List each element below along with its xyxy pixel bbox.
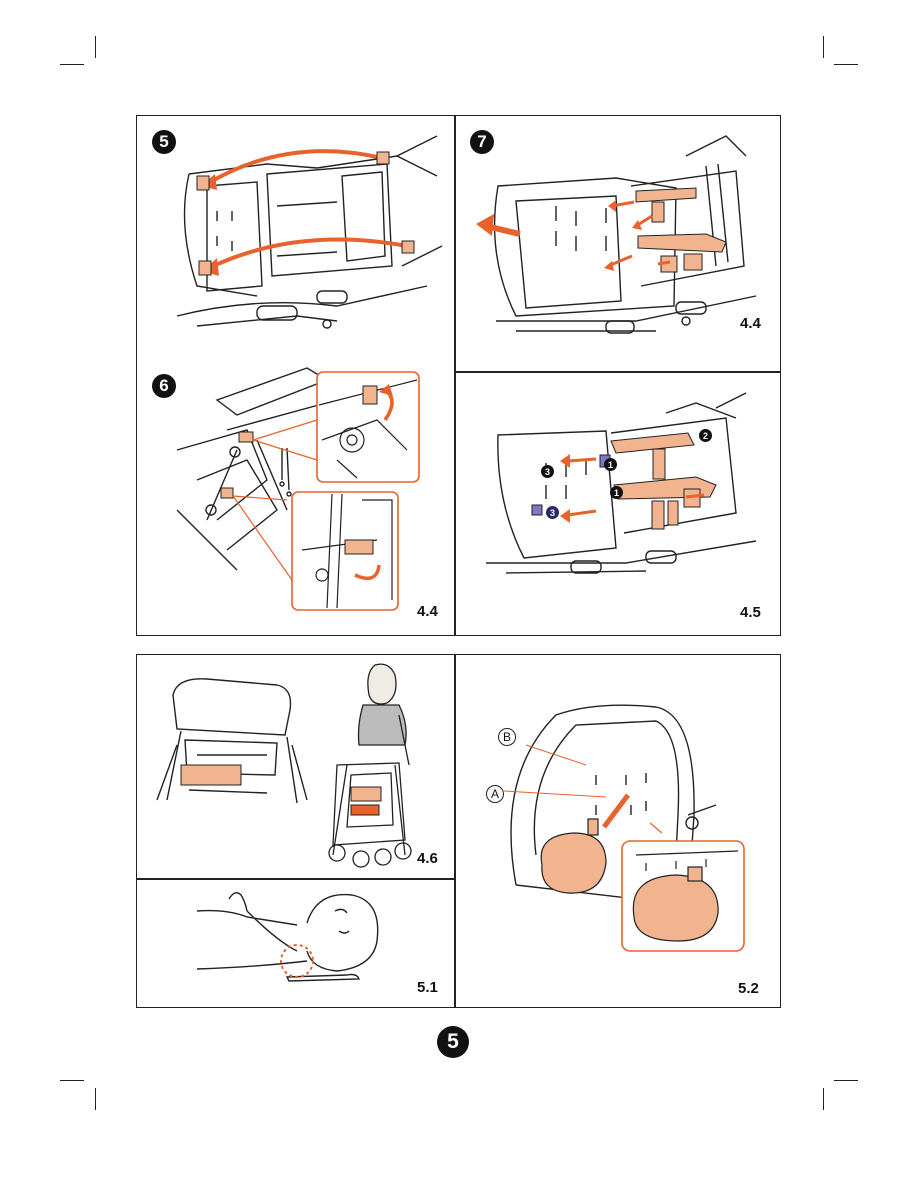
figure-5-1: 5.1 [137, 881, 453, 1006]
step-marker: 1 [610, 486, 623, 499]
stroller-frame-latch-illustration [137, 360, 453, 634]
figure-step-5: 5 [137, 116, 453, 356]
crop-mark [823, 1088, 824, 1110]
crop-mark [60, 64, 84, 65]
step-number-badge: 7 [470, 130, 494, 154]
crop-mark [834, 1080, 858, 1081]
headrest-insert-illustration [456, 655, 780, 1006]
insert-arrow [604, 795, 628, 827]
figure-4-5: 1 2 1 3 3 4.5 [456, 373, 780, 634]
crop-mark [60, 1080, 84, 1081]
crop-mark [823, 36, 824, 58]
harness-strap-illustration [456, 373, 780, 634]
page-number: 5 [437, 1026, 469, 1058]
figure-label: 4.4 [417, 603, 438, 620]
strap-arrow-top [207, 151, 382, 184]
figure-label: 4.6 [417, 850, 438, 867]
stroller-seat-illustration [137, 116, 453, 356]
infant-head-support-illustration [137, 881, 453, 1006]
callout-b: B [498, 728, 516, 746]
seat-fabric-removal-illustration [456, 116, 780, 370]
step-marker: 2 [699, 429, 712, 442]
figure-label: 5.1 [417, 979, 438, 996]
bottom-box-divider-left [136, 878, 455, 880]
figure-label: 4.4 [740, 315, 761, 332]
crop-mark [95, 36, 96, 58]
highlight-circle [281, 945, 313, 977]
step-number-badge: 5 [152, 130, 176, 154]
figure-step-6: 6 4.4 [137, 360, 453, 634]
stroller-fold-carry-illustration [137, 655, 453, 877]
step-number-badge: 6 [152, 374, 176, 398]
figure-label: 5.2 [738, 980, 759, 997]
callout-a: A [486, 785, 504, 803]
step-marker: 1 [604, 458, 617, 471]
step-marker: 3 [541, 465, 554, 478]
crop-mark [834, 64, 858, 65]
figure-5-2: B A 5.2 [456, 655, 780, 1006]
figure-label: 4.5 [740, 604, 761, 621]
crop-mark [95, 1088, 96, 1110]
figure-4-6: 4.6 [137, 655, 453, 877]
arrow-head-icon [476, 214, 494, 236]
figure-step-7: 7 4.4 [456, 116, 780, 370]
step-marker: 3 [546, 506, 559, 519]
